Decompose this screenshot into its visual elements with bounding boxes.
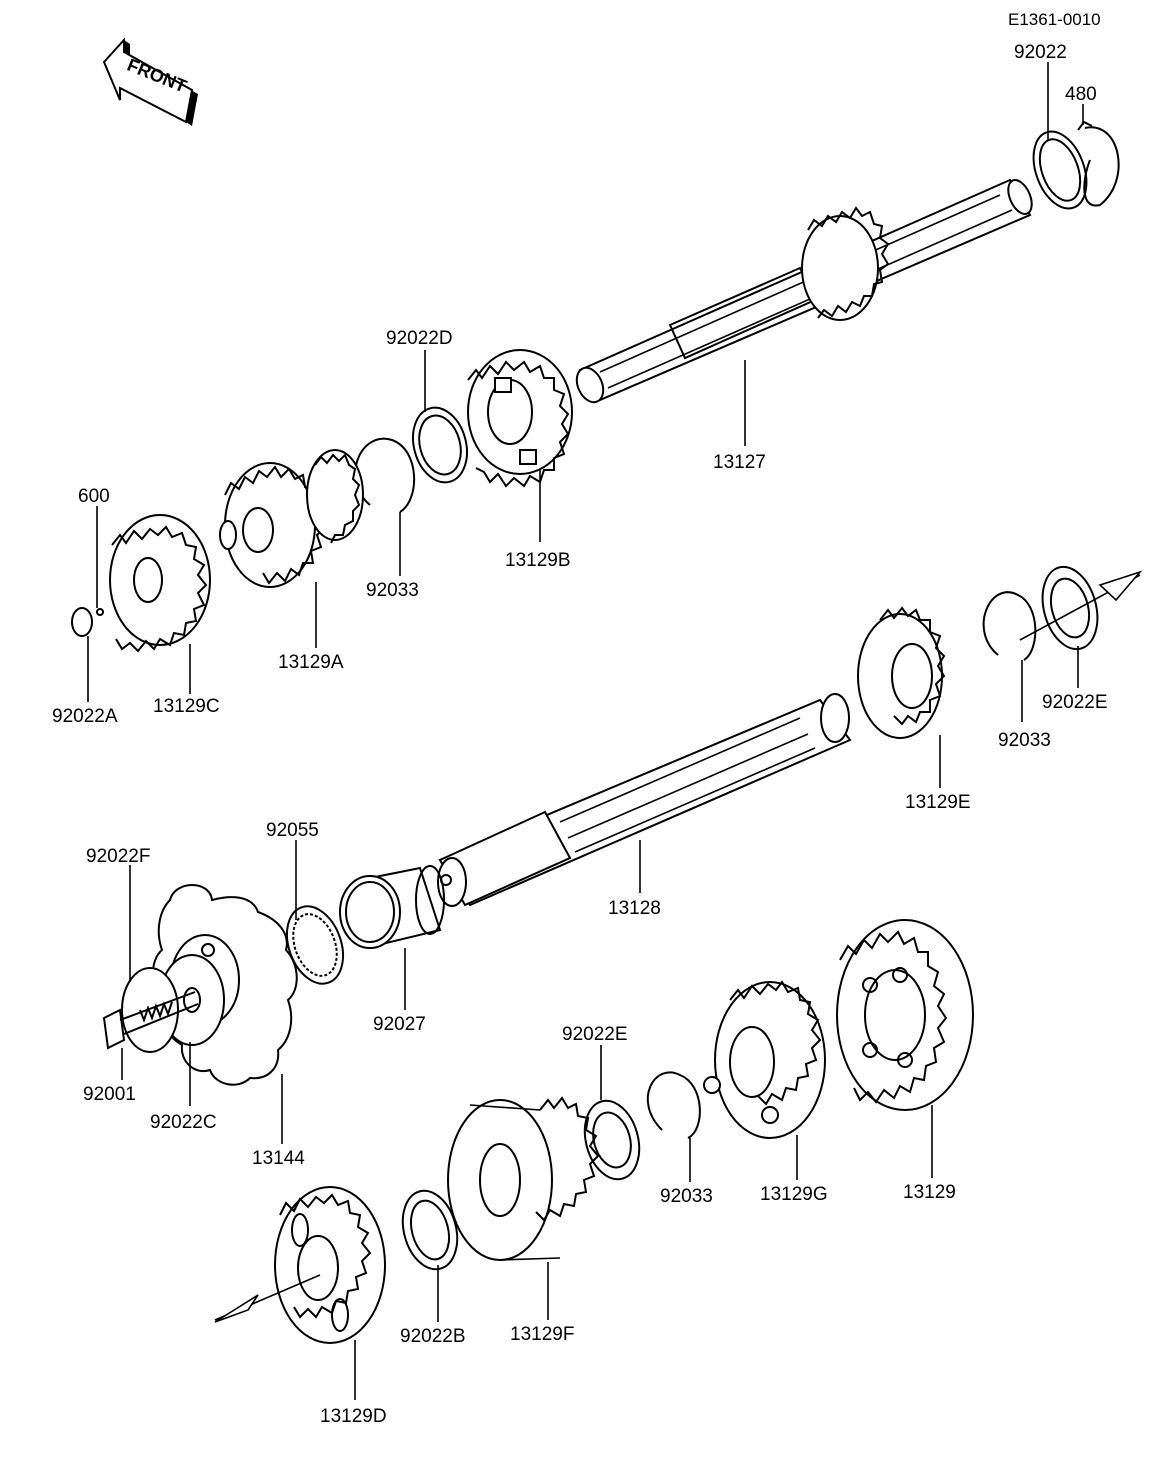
gear-13129C [109,514,211,653]
bolt-92001 [102,991,199,1050]
circlip-92033-lower [646,1071,701,1139]
label-600: 600 [78,486,110,507]
label-92022A: 92022A [52,706,118,727]
washer-92022E-upper [1041,565,1099,651]
label-92022E-lower: 92022E [562,1024,628,1045]
seal-92055 [285,905,345,985]
label-13144: 13144 [252,1148,305,1169]
label-13129A: 13129A [278,652,344,673]
washer-92022D [412,406,468,484]
washer-92022A [71,607,93,637]
label-13129G: 13129G [760,1184,828,1205]
label-13129B: 13129B [505,550,571,571]
label-480: 480 [1065,84,1097,105]
gear-13129E [857,606,946,739]
label-13129: 13129 [903,1182,956,1203]
label-13129C: 13129C [153,696,220,717]
gear-13129G [703,980,826,1139]
circlip-480 [1077,120,1120,207]
washer-92022 [1032,130,1088,210]
ball-600 [96,608,104,616]
circlip-92033-upper [354,437,416,513]
label-13128: 13128 [608,898,661,919]
collar-92027 [339,865,445,949]
label-92033-lower: 92033 [660,1186,713,1207]
label-92027: 92027 [373,1014,426,1035]
label-13129F: 13129F [510,1324,574,1345]
label-92022E-upper: 92022E [1042,692,1108,713]
label-13129E: 13129E [905,792,971,813]
gear-13129B [467,349,573,488]
output-shaft-13127 [575,178,1033,404]
label-92022F: 92022F [86,846,150,867]
label-92022B: 92022B [400,1326,466,1347]
gear-on-shaft-13127 [801,206,890,321]
label-92022D: 92022D [386,328,453,349]
label-92033-middle: 92033 [998,730,1051,751]
label-92001: 92001 [83,1084,136,1105]
label-92022-top: 92022 [1014,42,1067,63]
label-92022C: 92022C [150,1112,217,1133]
gear-13129A [219,449,364,588]
front-direction-arrow: FRONT [102,37,198,126]
reference-code: E1361-0010 [1008,10,1101,29]
gear-13129F [447,1096,600,1261]
circlip-92033-middle [982,591,1037,661]
lockwasher-92022F [121,967,179,1053]
washer-92022E-lower [583,1099,641,1181]
label-92055: 92055 [266,820,319,841]
washer-92022B [401,1189,459,1271]
gear-13129 [836,919,974,1111]
label-13129D: 13129D [320,1406,387,1427]
label-92033-upper: 92033 [366,580,419,601]
label-13127: 13127 [713,452,766,473]
leader-lines [87,62,1084,1400]
axis-arrow-right [1019,570,1143,641]
gear-13129D [274,1186,386,1344]
front-arrow-text: FRONT [124,55,189,97]
part-labels: 92022 480 92022D 13127 600 92033 13129B … [52,42,1108,1427]
drive-shaft-13128 [437,693,852,907]
axis-arrow-left [214,1274,321,1323]
